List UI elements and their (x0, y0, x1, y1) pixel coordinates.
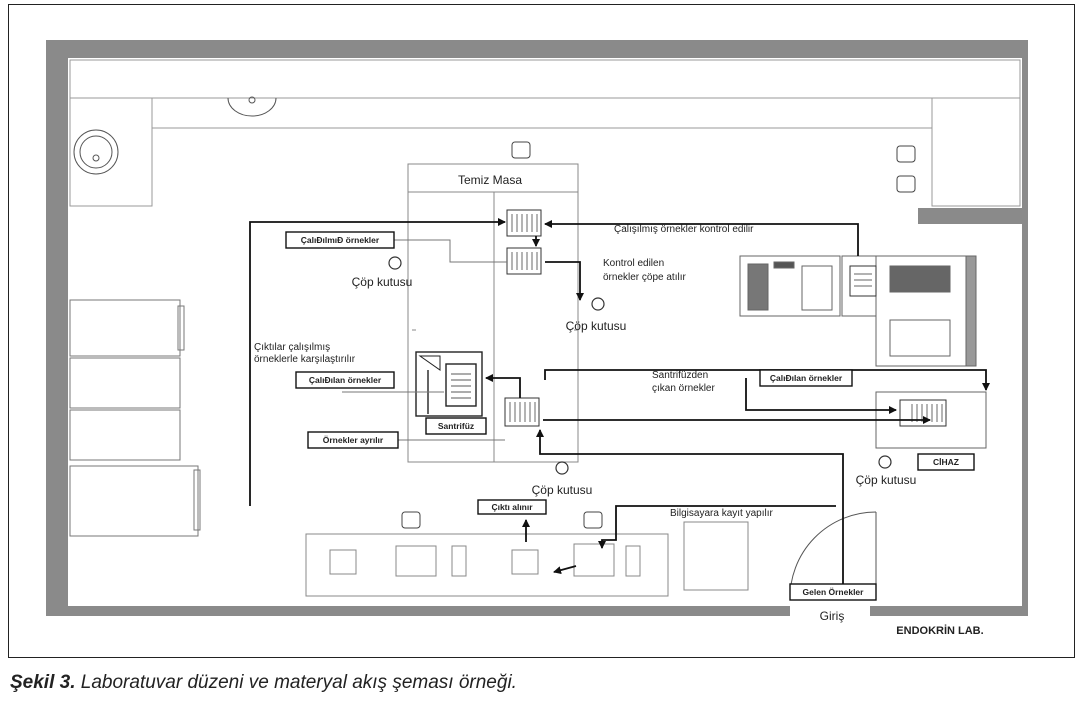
note-checked: Çalışılmış örnekler kontrol edilir (614, 224, 754, 235)
box-sort-samples: Örnekler ayrılır (323, 435, 384, 445)
figure-caption: Şekil 3. Laboratuvar düzeni ve materyal … (10, 672, 517, 694)
lab-floor-plan: Temiz Masa Çöp kutusu Çöp kutusu Çöp kut… (46, 40, 1028, 637)
note-discard-1: Kontrol edilen (603, 258, 664, 269)
box-centrifuge: Santrifüz (438, 421, 474, 431)
figure-frame (8, 4, 1075, 658)
centrifuge-unit (415, 351, 483, 417)
note-discard-2: örnekler çöpe atılır (603, 272, 686, 283)
leader-lines (342, 239, 507, 441)
box-studied-samples-2: ÇalıĐılan örnekler (309, 375, 382, 385)
label-boxes (285, 231, 975, 601)
box-outputs-taken: Çıktı alınır (491, 502, 533, 512)
trash-label-3: Çöp kutusu (532, 483, 593, 497)
box-studied-samples: ÇalıĐılmıĐ örnekler (301, 235, 380, 245)
analyzer-rack (849, 265, 877, 297)
caption-number: Şekil 3. (10, 672, 76, 693)
trash-label-1: Çöp kutusu (352, 275, 413, 289)
clean-table (407, 163, 579, 463)
note-compare-1: Çıktılar çalışılmış (254, 342, 330, 353)
top-counter (69, 59, 1021, 207)
box-studied-right: ÇalıĐılan örnekler (770, 373, 843, 383)
analyzer-device (739, 255, 987, 449)
clean-table-label: Temiz Masa (458, 173, 522, 187)
walls (46, 40, 1028, 618)
note-centrifuge-out-1: Santrifüzden (652, 370, 708, 381)
trash-label-4: Çöp kutusu (856, 473, 917, 487)
note-computer-record: Bilgisayara kayıt yapılır (670, 508, 773, 519)
note-compare-2: örneklerle karşılaştırılır (254, 354, 356, 365)
trash-bins (388, 256, 892, 475)
note-centrifuge-out-2: çıkan örnekler (652, 383, 715, 394)
entrance-label: Giriş (820, 609, 845, 623)
bottom-counter (305, 521, 749, 597)
lab-name: ENDOKRİN LAB. (896, 624, 983, 637)
left-cabinets (69, 299, 201, 537)
box-device: CİHAZ (933, 457, 959, 467)
rack-lines (509, 214, 943, 422)
caption-text: Laboratuvar düzeni ve materyal akış şema… (75, 672, 517, 693)
box-incoming-samples: Gelen Örnekler (803, 587, 865, 597)
sink-top (227, 96, 277, 117)
trash-label-2: Çöp kutusu (566, 319, 627, 333)
sink-left (73, 129, 119, 175)
stools (401, 141, 916, 529)
